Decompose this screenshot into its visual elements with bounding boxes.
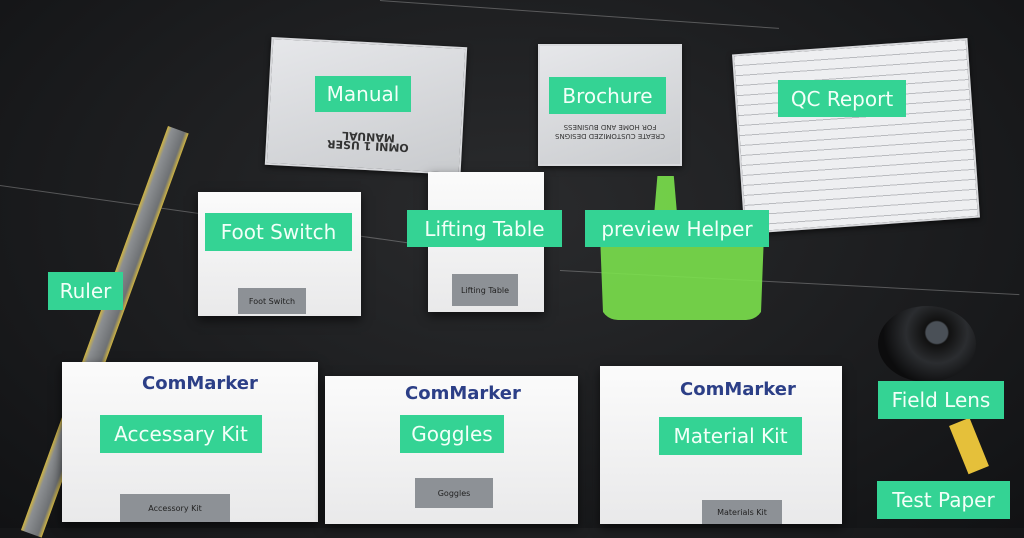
- label-brochure: Brochure: [549, 77, 666, 114]
- label-field-lens: Field Lens: [878, 381, 1004, 419]
- box-logo: ComMarker: [405, 383, 521, 404]
- label-test-paper: Test Paper: [877, 481, 1010, 519]
- label-manual: Manual: [315, 76, 411, 112]
- label-preview-helper: preview Helper: [585, 210, 769, 247]
- label-material-kit: Material Kit: [659, 417, 802, 455]
- box-logo: ComMarker: [680, 379, 796, 400]
- brochure-text: CREATE CUSTOMIZED DESIGNS FOR HOME AND B…: [555, 123, 665, 140]
- box-tag: Accessory Kit: [120, 494, 230, 522]
- test-paper: [949, 417, 989, 475]
- label-goggles: Goggles: [400, 415, 504, 453]
- preview-helper: [600, 176, 764, 320]
- box-tag: Materials Kit: [702, 500, 782, 524]
- label-ruler: Ruler: [48, 272, 123, 310]
- label-foot-switch: Foot Switch: [205, 213, 352, 251]
- label-qc-report: QC Report: [778, 80, 906, 117]
- box-tag: Lifting Table: [452, 274, 518, 306]
- qc-report-bag: [732, 37, 980, 235]
- marble-vein: [379, 0, 780, 29]
- foot-switch-box: Foot Switch: [198, 192, 361, 316]
- label-accessary-kit: Accessary Kit: [100, 415, 262, 453]
- box-logo: ComMarker: [142, 373, 258, 394]
- field-lens: [878, 306, 976, 382]
- box-tag: Foot Switch: [238, 288, 306, 314]
- label-lifting-table: Lifting Table: [407, 210, 562, 247]
- manual-title: OMNI 1 USER MANUAL: [326, 128, 410, 155]
- box-tag: Goggles: [415, 478, 493, 508]
